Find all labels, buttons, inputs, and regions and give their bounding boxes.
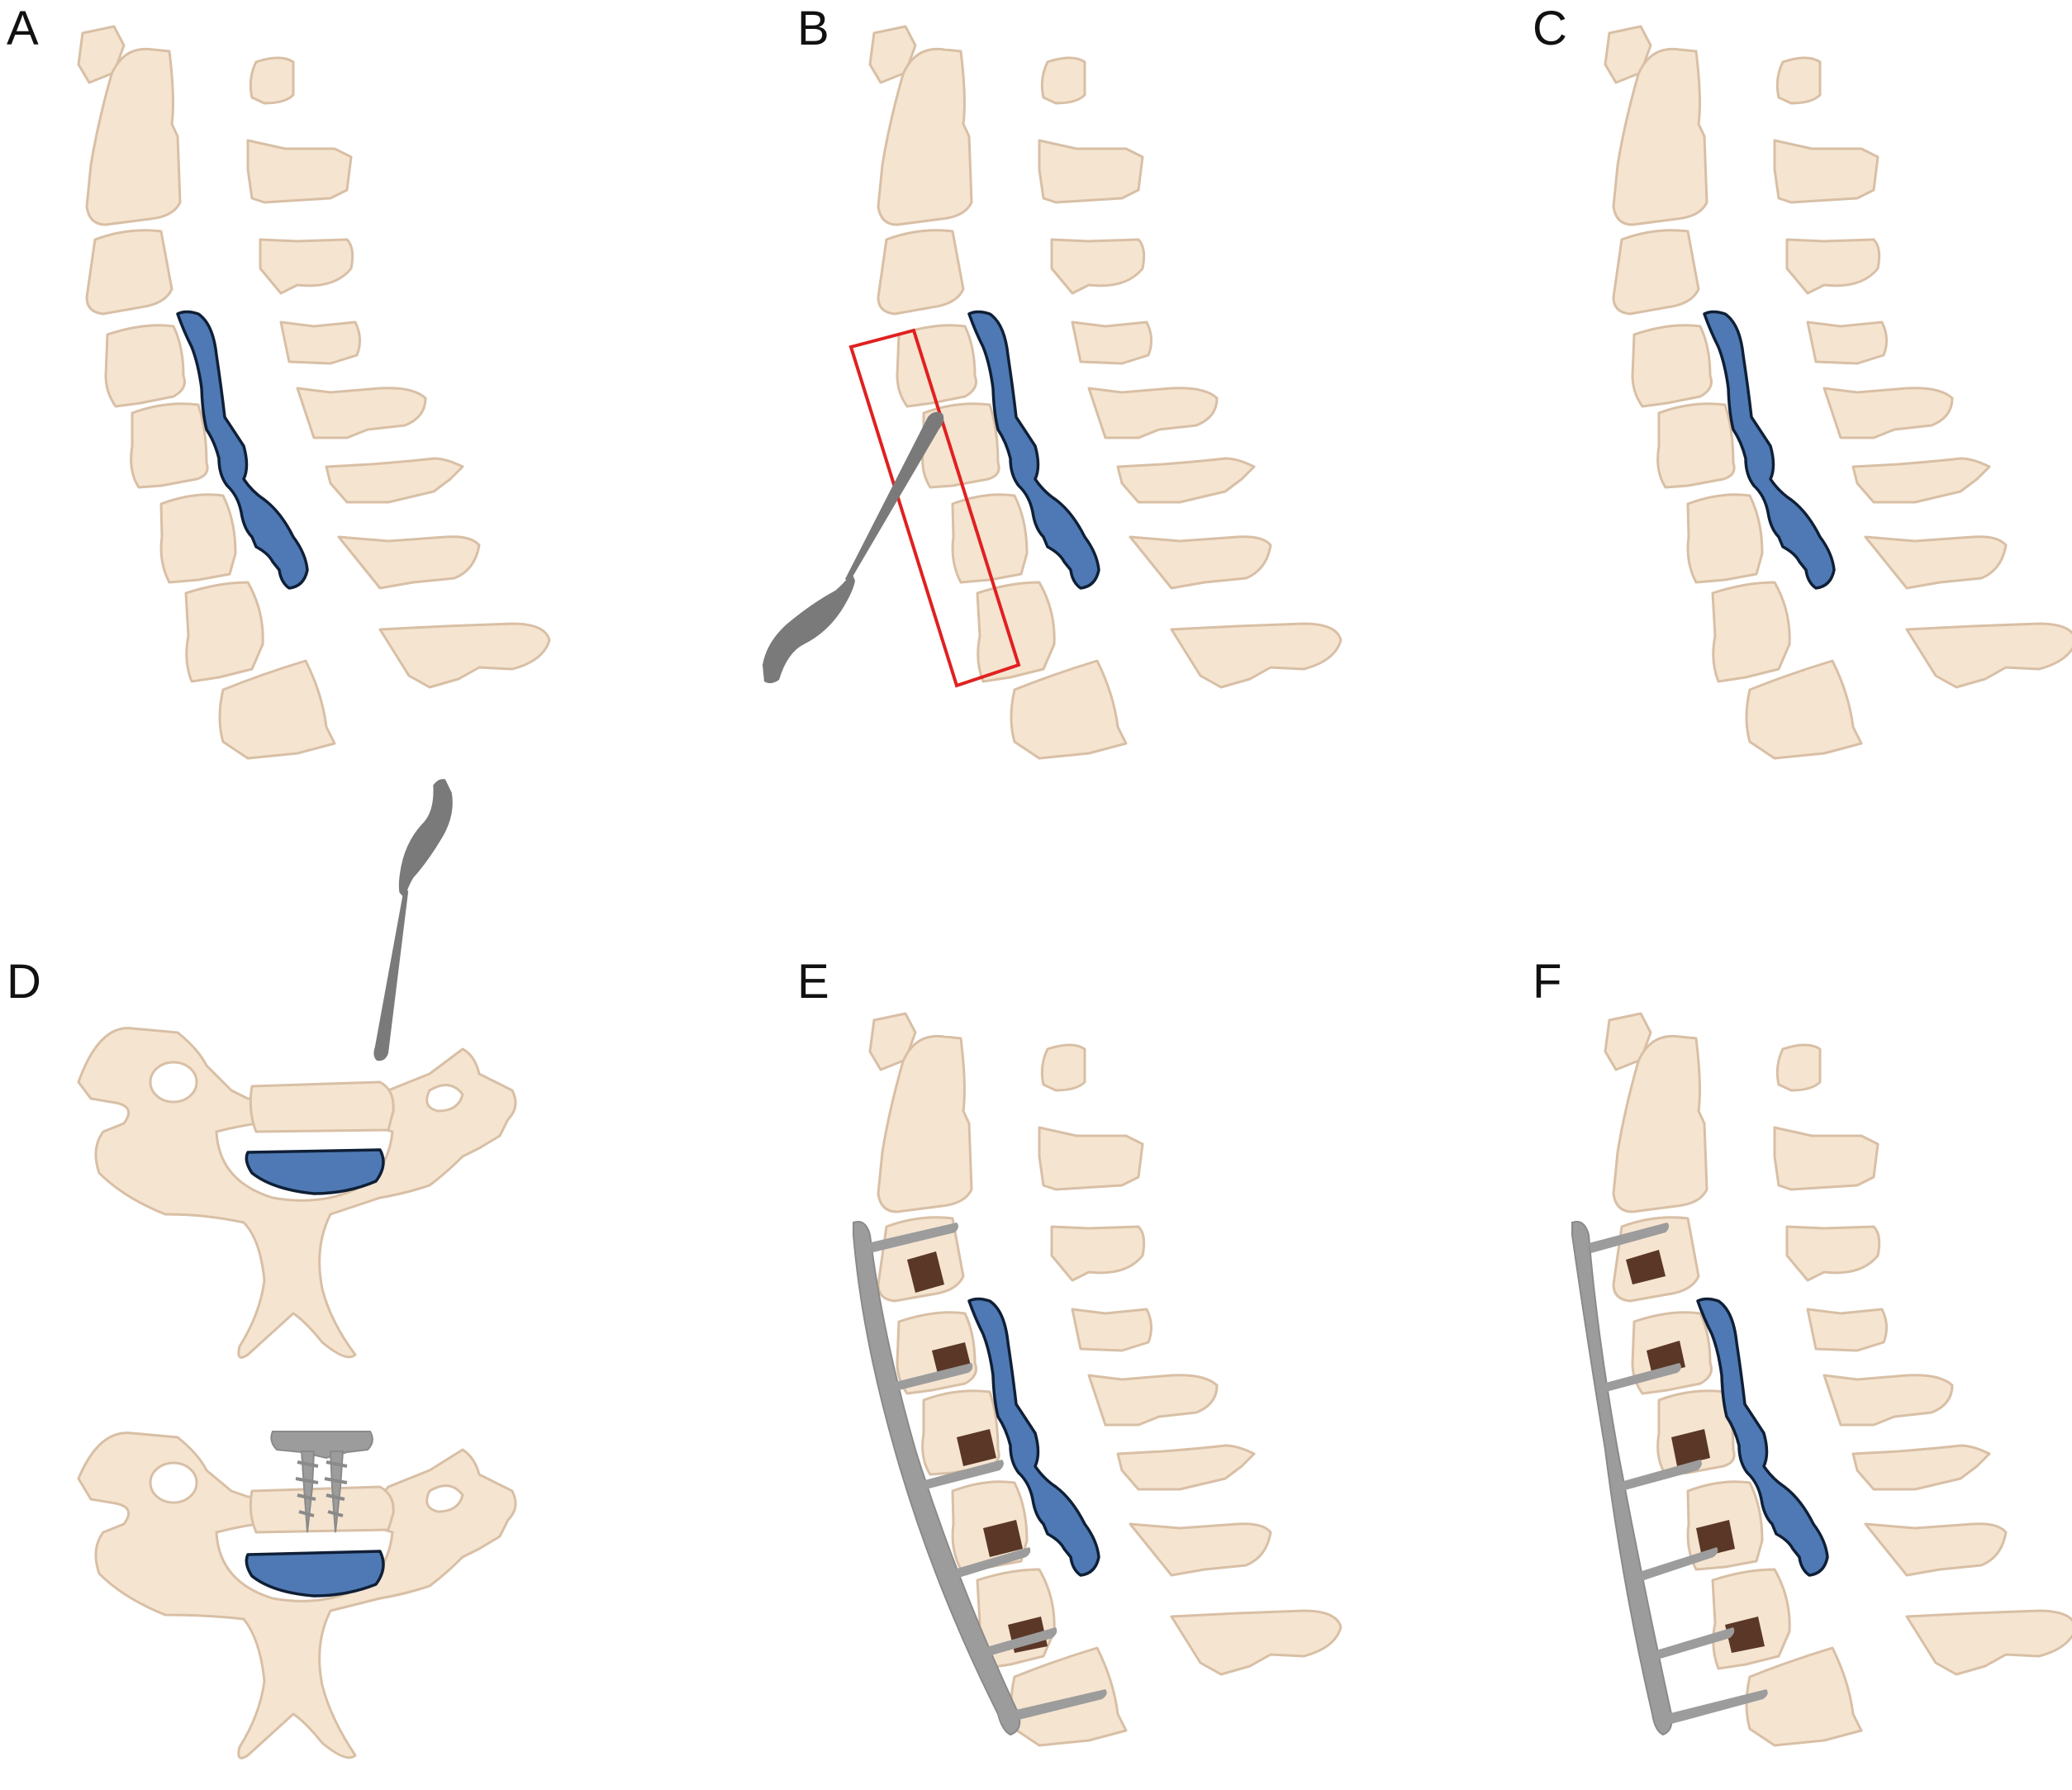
axial-vertebra-lower xyxy=(77,1431,517,1759)
screw-icon xyxy=(867,1223,1107,1724)
surgical-drill-icon xyxy=(763,411,944,684)
bone-grafts xyxy=(907,1251,1048,1653)
panel-label-c: C xyxy=(1533,2,1567,55)
panel-label-d: D xyxy=(7,955,41,1009)
panel-a-spine xyxy=(77,25,551,760)
screw-icon xyxy=(270,1431,373,1533)
resection-box xyxy=(848,328,1021,688)
panel-c-spine xyxy=(1604,25,2072,760)
surgical-drill-icon xyxy=(292,777,530,1063)
ossified-ligament xyxy=(245,1148,385,1195)
panel-b-spine xyxy=(763,25,1343,760)
cervical-vertebrae xyxy=(1604,1012,2072,1747)
panel-label-e: E xyxy=(797,955,829,1009)
panel-label-f: F xyxy=(1533,955,1562,1009)
panel-e-spine xyxy=(853,1012,1343,1747)
panel-d-axial xyxy=(77,777,530,1759)
panel-label-b: B xyxy=(797,2,829,55)
bone-grafts xyxy=(1626,1250,1765,1653)
cervical-vertebrae xyxy=(77,25,551,760)
plate-icon xyxy=(853,1221,1021,1736)
panel-label-a: A xyxy=(7,2,39,55)
plate-icon xyxy=(1571,1221,1673,1736)
screw-icon xyxy=(1589,1223,1768,1724)
cervical-vertebrae xyxy=(868,25,1343,760)
panel-f-spine xyxy=(1571,1012,2072,1747)
axial-vertebra-upper xyxy=(77,777,530,1359)
ossified-ligament xyxy=(245,1550,385,1598)
cervical-vertebrae xyxy=(1604,25,2072,760)
